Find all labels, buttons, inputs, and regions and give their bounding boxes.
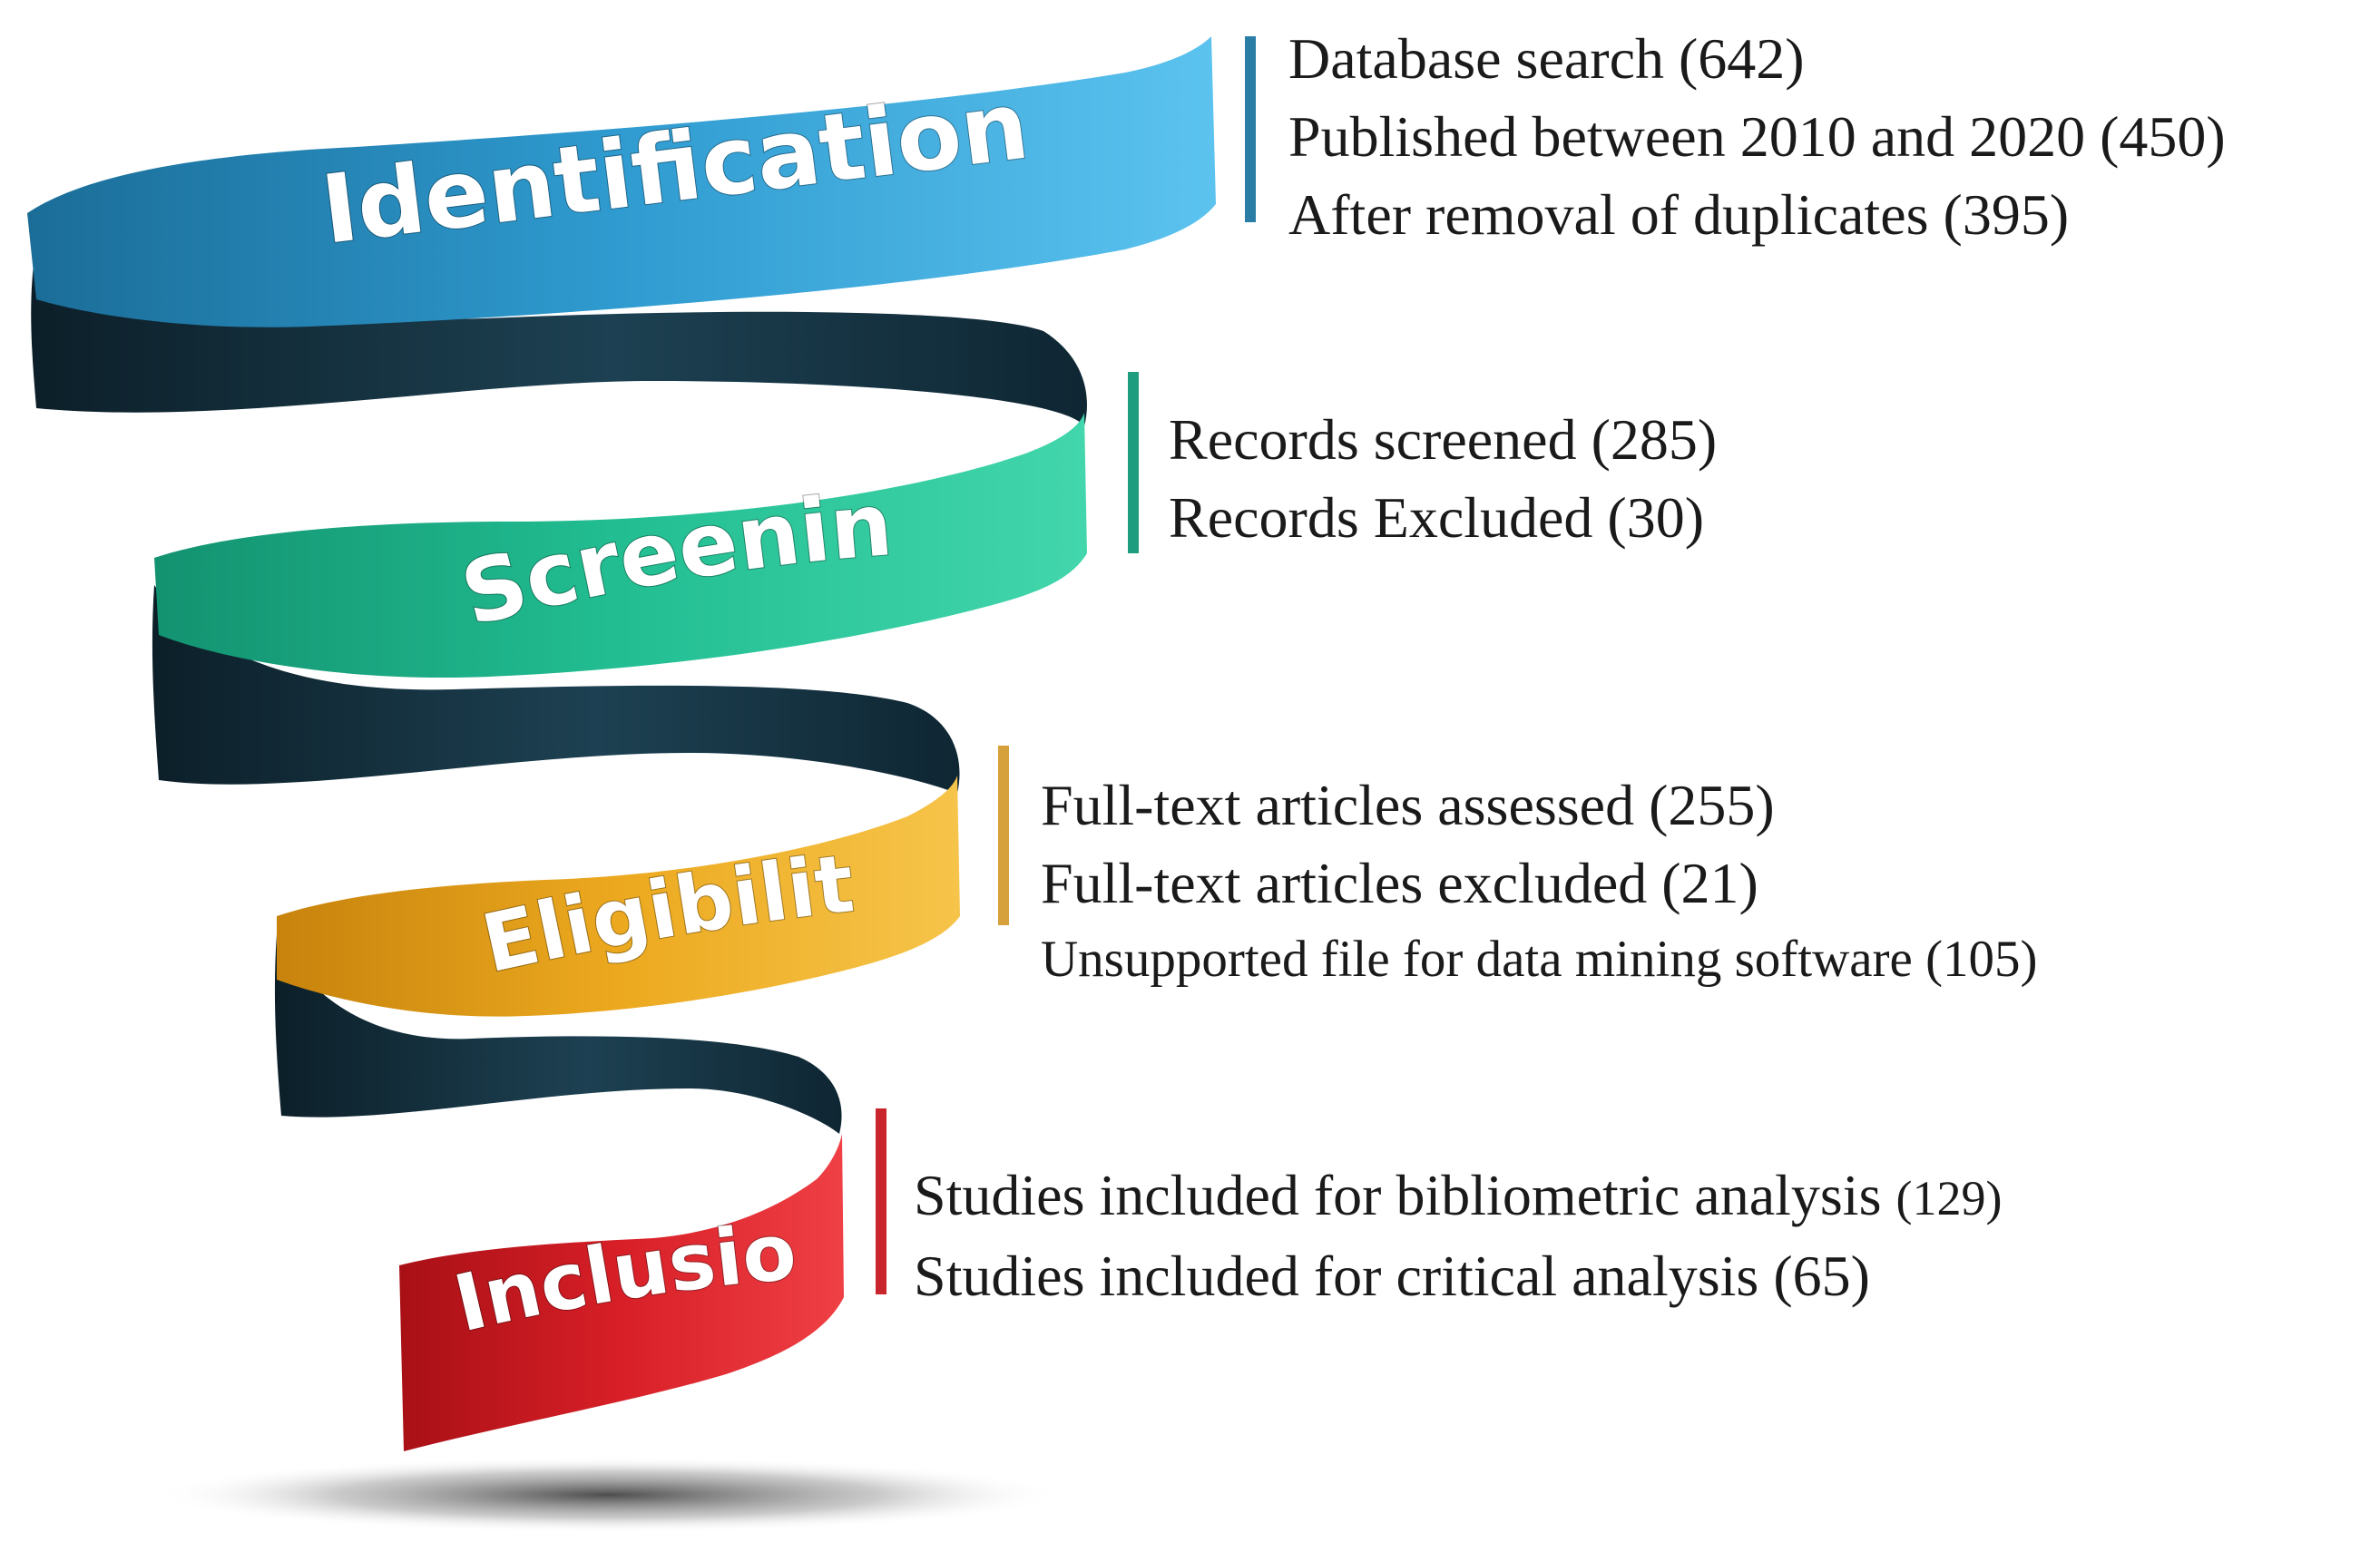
band-screening [154, 413, 1087, 678]
item-critical: Studies included for critical analysis (… [914, 1244, 1870, 1308]
item-bibliometric-count: (129) [1895, 1171, 2003, 1225]
item-after-duplicates: After removal of duplicates (395) [1288, 182, 2070, 247]
items-screening: Records screened (285) Records Excluded … [1169, 401, 1717, 557]
divider-inclusion [876, 1108, 886, 1294]
ground-shadow [154, 1457, 1062, 1533]
back-band-3 [274, 934, 842, 1134]
items-inclusion: Studies included for bibliometric analys… [914, 1157, 2002, 1315]
band-identification [27, 36, 1216, 327]
band-eligibility [277, 776, 960, 1017]
item-unsupported-file: Unsupported file for data mining softwar… [1041, 931, 2038, 988]
divider-screening [1128, 372, 1139, 553]
items-identification: Database search (642) Published between … [1288, 20, 2226, 254]
item-records-screened: Records screened (285) [1169, 407, 1718, 472]
item-records-excluded: Records Excluded (30) [1169, 485, 1705, 550]
divider-identification [1245, 36, 1256, 222]
item-bibliometric: Studies included for bibliometric analys… [914, 1157, 2002, 1237]
back-band-1 [31, 245, 1088, 426]
divider-eligibility [998, 746, 1009, 925]
item-bibliometric-text: Studies included for bibliometric analys… [914, 1163, 1882, 1227]
items-eligibility: Full-text articles assessed (255) Full-t… [1041, 766, 2038, 997]
back-band-2 [152, 585, 960, 794]
item-fulltext-assessed: Full-text articles assessed (255) [1041, 773, 1775, 837]
item-fulltext-excluded: Full-text articles excluded (21) [1041, 851, 1758, 915]
item-database-search: Database search (642) [1288, 26, 1805, 91]
item-published-between: Published between 2010 and 2020 (450) [1288, 104, 2226, 169]
band-inclusion [399, 1134, 844, 1451]
